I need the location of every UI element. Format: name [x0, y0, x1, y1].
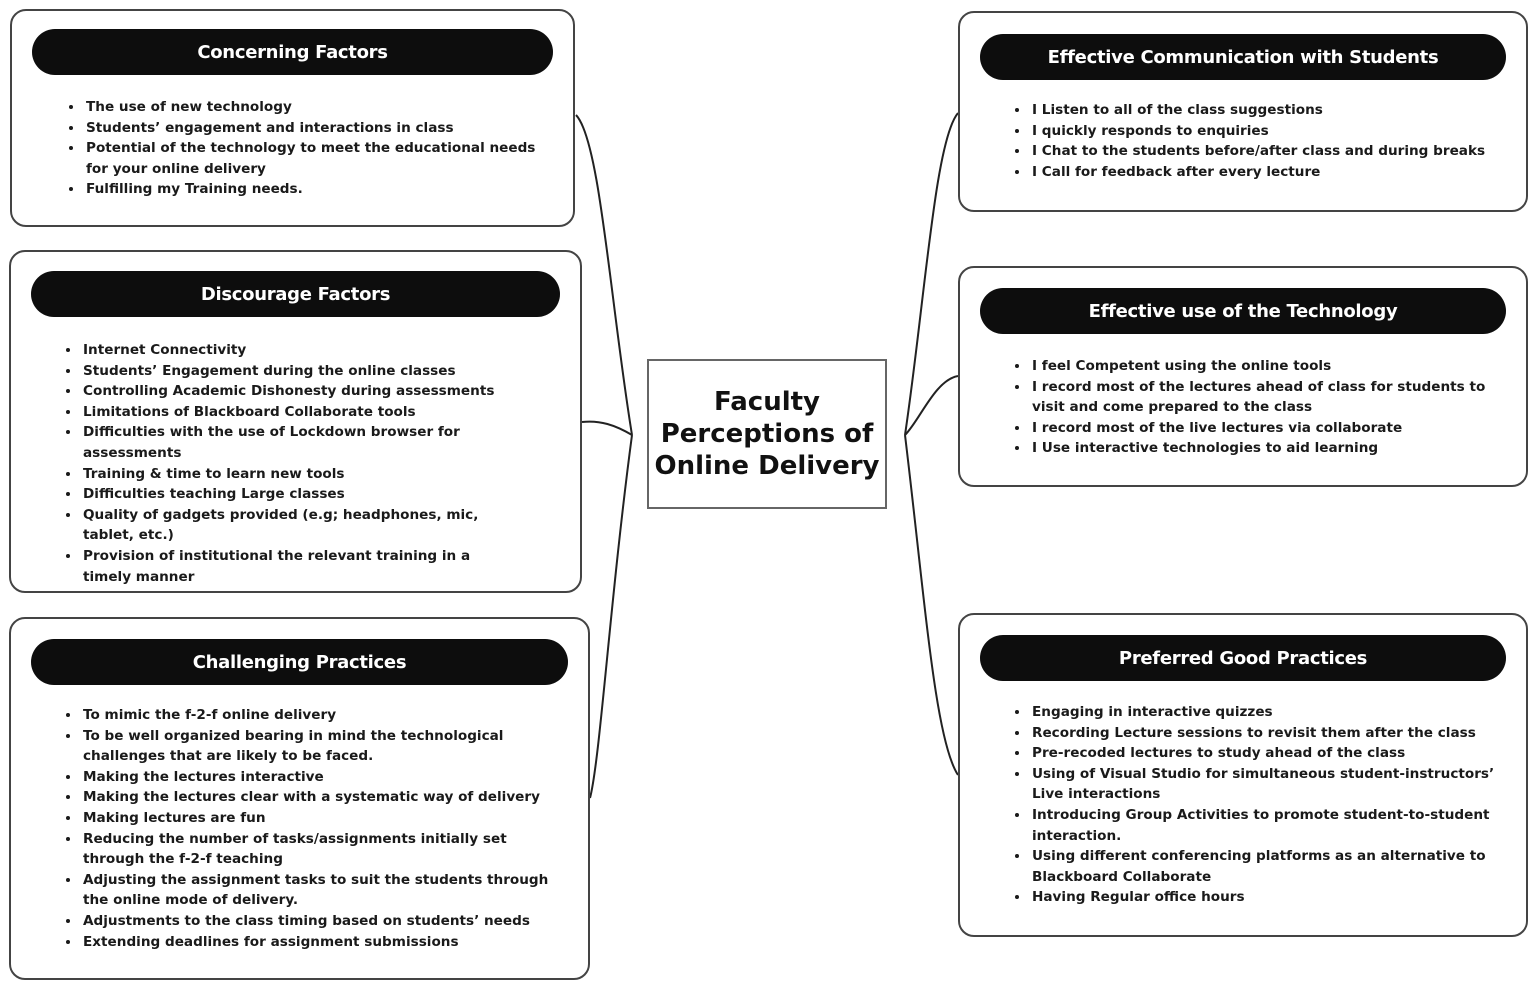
- list-item: I Chat to the students before/after clas…: [1030, 141, 1508, 162]
- list-item: I Call for feedback after every lecture: [1030, 162, 1508, 183]
- list-item: Potential of the technology to meet the …: [84, 138, 555, 179]
- list-item: Making the lectures interactive: [81, 767, 570, 788]
- connector-technology: [904, 375, 959, 436]
- list-item: I quickly responds to enquiries: [1030, 121, 1508, 142]
- list-item: Students’ engagement and interactions in…: [84, 118, 555, 139]
- list-item: Reducing the number of tasks/assignments…: [81, 829, 570, 870]
- technology-title: Effective use of the Technology: [980, 288, 1506, 334]
- list-item: Pre-recoded lectures to study ahead of t…: [1030, 743, 1508, 764]
- list-item: Adjustments to the class timing based on…: [81, 911, 570, 932]
- list-item: Internet Connectivity: [81, 340, 562, 361]
- concerning-factors-title: Concerning Factors: [32, 29, 553, 75]
- discourage-factors-box: Discourage Factors Internet Connectivity…: [9, 250, 582, 593]
- central-topic: Faculty Perceptions of Online Delivery: [647, 359, 887, 509]
- connector-concerning: [575, 114, 633, 436]
- list-item: Introducing Group Activities to promote …: [1030, 805, 1508, 846]
- list-item: To be well organized bearing in mind the…: [81, 726, 570, 767]
- list-item: I Use interactive technologies to aid le…: [1030, 438, 1486, 459]
- technology-box: Effective use of the Technology I feel C…: [958, 266, 1528, 487]
- communication-list: I Listen to all of the class suggestions…: [1008, 100, 1508, 182]
- list-item: Students’ Engagement during the online c…: [81, 361, 562, 382]
- good-practices-title: Preferred Good Practices: [980, 635, 1506, 681]
- list-item: Controlling Academic Dishonesty during a…: [81, 381, 562, 402]
- connector-challenging: [589, 434, 633, 799]
- list-item: Engaging in interactive quizzes: [1030, 702, 1508, 723]
- good-practices-list: Engaging in interactive quizzes Recordin…: [1008, 702, 1508, 908]
- list-item: Fulfilling my Training needs.: [84, 179, 555, 200]
- good-practices-box: Preferred Good Practices Engaging in int…: [958, 613, 1528, 937]
- list-item: Quality of gadgets provided (e.g; headph…: [81, 505, 562, 546]
- list-item: Making lectures are fun: [81, 808, 570, 829]
- connector-communication: [904, 112, 959, 436]
- list-item: The use of new technology: [84, 97, 555, 118]
- concerning-factors-list: The use of new technology Students’ enga…: [62, 97, 555, 200]
- discourage-factors-title: Discourage Factors: [31, 271, 560, 317]
- list-item: Making the lectures clear with a systema…: [81, 787, 570, 808]
- list-item: Difficulties with the use of Lockdown br…: [81, 422, 562, 463]
- list-item: I record most of the lectures ahead of c…: [1030, 377, 1486, 418]
- connector-discourage: [581, 420, 633, 436]
- challenging-practices-title: Challenging Practices: [31, 639, 568, 685]
- technology-list: I feel Competent using the online tools …: [1008, 356, 1486, 459]
- concerning-factors-box: Concerning Factors The use of new techno…: [10, 9, 575, 227]
- list-item: Adjusting the assignment tasks to suit t…: [81, 870, 570, 911]
- list-item: I record most of the live lectures via c…: [1030, 418, 1486, 439]
- list-item: Extending deadlines for assignment submi…: [81, 932, 570, 953]
- challenging-practices-list: To mimic the f-2-f online delivery To be…: [59, 705, 570, 952]
- list-item: Having Regular office hours: [1030, 887, 1508, 908]
- connector-good-practices: [904, 434, 959, 776]
- list-item: Limitations of Blackboard Collaborate to…: [81, 402, 562, 423]
- list-item: I Listen to all of the class suggestions: [1030, 100, 1508, 121]
- list-item: Provision of institutional the relevant …: [81, 546, 562, 587]
- list-item: I feel Competent using the online tools: [1030, 356, 1486, 377]
- list-item: Recording Lecture sessions to revisit th…: [1030, 723, 1508, 744]
- challenging-practices-box: Challenging Practices To mimic the f-2-f…: [9, 617, 590, 980]
- list-item: Using of Visual Studio for simultaneous …: [1030, 764, 1508, 805]
- discourage-factors-list: Internet Connectivity Students’ Engageme…: [59, 340, 562, 587]
- central-topic-title: Faculty Perceptions of Online Delivery: [654, 387, 880, 481]
- communication-box: Effective Communication with Students I …: [958, 11, 1528, 212]
- list-item: Training & time to learn new tools: [81, 464, 562, 485]
- communication-title: Effective Communication with Students: [980, 34, 1506, 80]
- list-item: Using different conferencing platforms a…: [1030, 846, 1508, 887]
- list-item: To mimic the f-2-f online delivery: [81, 705, 570, 726]
- list-item: Difficulties teaching Large classes: [81, 484, 562, 505]
